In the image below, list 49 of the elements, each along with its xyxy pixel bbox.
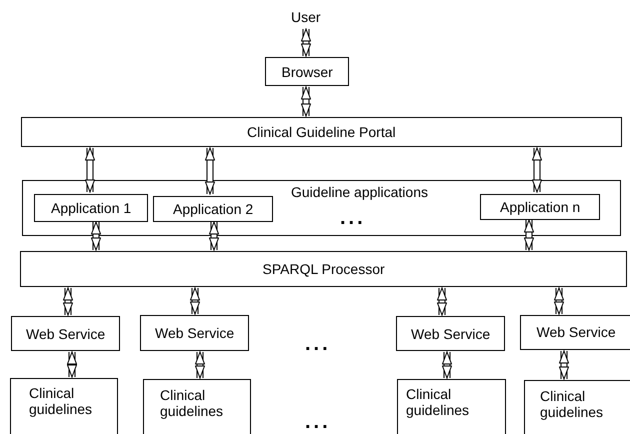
guideline-box xyxy=(524,380,630,434)
ellipsis-label: ... xyxy=(340,211,366,225)
user-label: User xyxy=(291,9,321,25)
guideline-box xyxy=(10,378,118,434)
box-label: Application n xyxy=(500,199,580,215)
service-box xyxy=(140,315,249,351)
processor-box xyxy=(20,251,627,287)
double-arrow xyxy=(195,352,205,378)
box-label: Clinical guidelines xyxy=(540,388,604,420)
double-arrow xyxy=(63,288,73,316)
double-arrow xyxy=(559,350,569,380)
box-label: Application 2 xyxy=(173,201,254,217)
double-arrow xyxy=(301,86,311,116)
application-box xyxy=(480,194,600,220)
double-arrow xyxy=(532,148,542,192)
double-arrow xyxy=(91,222,101,250)
box-label: Guideline applications xyxy=(291,184,428,200)
double-arrow xyxy=(437,288,447,316)
service-box xyxy=(396,316,505,351)
ellipsis-label: ... xyxy=(305,415,331,429)
double-arrow xyxy=(85,148,95,192)
service-box xyxy=(11,316,120,351)
box-label: Web Service xyxy=(155,325,234,341)
group-box xyxy=(22,180,621,236)
box-label: Clinical guidelines xyxy=(406,386,470,418)
double-arrow xyxy=(190,288,200,314)
box-label: Browser xyxy=(282,64,333,80)
box-label: Application 1 xyxy=(51,200,132,216)
ellipsis-label: ... xyxy=(305,337,331,351)
guideline-box xyxy=(397,379,506,434)
box-label: Clinical Guideline Portal xyxy=(247,124,396,140)
double-arrow xyxy=(301,28,311,56)
box-label: Clinical guidelines xyxy=(29,385,94,417)
browser-box xyxy=(265,57,349,86)
service-box xyxy=(520,315,630,350)
box-label: Web Service xyxy=(536,324,616,340)
application-box xyxy=(34,194,148,222)
application-box xyxy=(153,196,273,222)
double-arrow xyxy=(554,288,564,314)
portal-box xyxy=(21,117,622,147)
box-label: Web Service xyxy=(411,326,490,342)
double-arrow xyxy=(205,148,215,194)
box-label: Web Service xyxy=(26,326,106,342)
guideline-box xyxy=(143,379,251,434)
double-arrow xyxy=(67,352,77,378)
double-arrow xyxy=(209,222,219,250)
box-label: SPARQL Processor xyxy=(262,261,385,277)
double-arrow xyxy=(524,220,534,250)
box-label: Clinical guidelines xyxy=(160,387,224,419)
